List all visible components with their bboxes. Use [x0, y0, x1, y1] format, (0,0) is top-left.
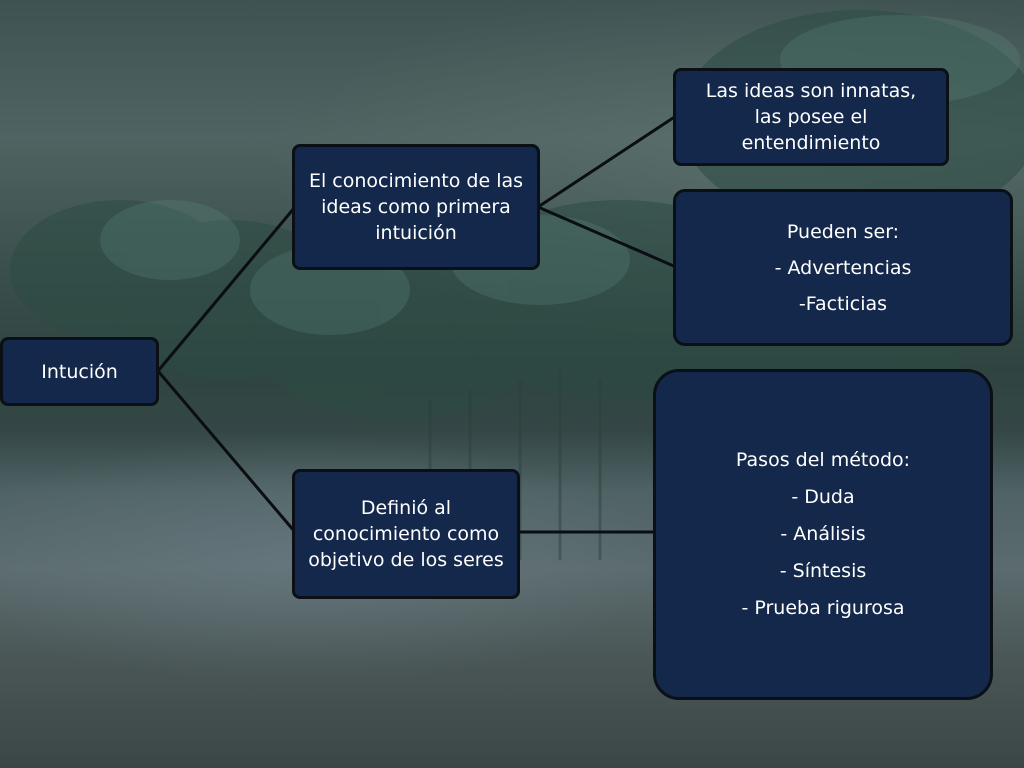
leaf-pasos-heading: Pasos del método: — [735, 449, 911, 471]
leaf-pasos-item: - Prueba rigurosa — [741, 597, 905, 619]
connector-top-to-innatas — [537, 114, 677, 209]
branch-node-definio-conocimiento: Definió al conocimiento como objetivo de… — [292, 469, 520, 599]
leaf-innatas-text: Las ideas son innatas, las posee el ente… — [705, 80, 917, 154]
branch-bottom-label: Definió al conocimiento como objetivo de… — [308, 497, 504, 571]
leaf-node-pasos-metodo: Pasos del método: - Duda - Análisis - Sí… — [653, 369, 993, 700]
connector-top-to-pueden — [537, 205, 677, 269]
leaf-node-pueden-ser: Pueden ser: - Advertencias -Facticias — [673, 189, 1013, 346]
leaf-pueden-ser-item: - Advertencias — [774, 256, 912, 279]
leaf-pasos-item: - Duda — [791, 486, 855, 508]
leaf-pasos-item: - Análisis — [780, 523, 866, 545]
leaf-pueden-ser-item: -Facticias — [798, 292, 888, 315]
branch-top-label: El conocimiento de las ideas como primer… — [308, 170, 524, 244]
branch-node-conocimiento-ideas: El conocimiento de las ideas como primer… — [292, 144, 540, 270]
leaf-pueden-ser-heading: Pueden ser: — [786, 220, 900, 243]
root-node-label: Intución — [41, 360, 118, 383]
leaf-node-ideas-innatas: Las ideas son innatas, las posee el ente… — [673, 68, 949, 166]
connector-root-to-top — [156, 206, 297, 372]
leaf-pasos-item: - Síntesis — [779, 560, 867, 582]
connector-root-to-bottom — [156, 370, 297, 533]
root-node-intuicion: Intución — [0, 337, 159, 406]
